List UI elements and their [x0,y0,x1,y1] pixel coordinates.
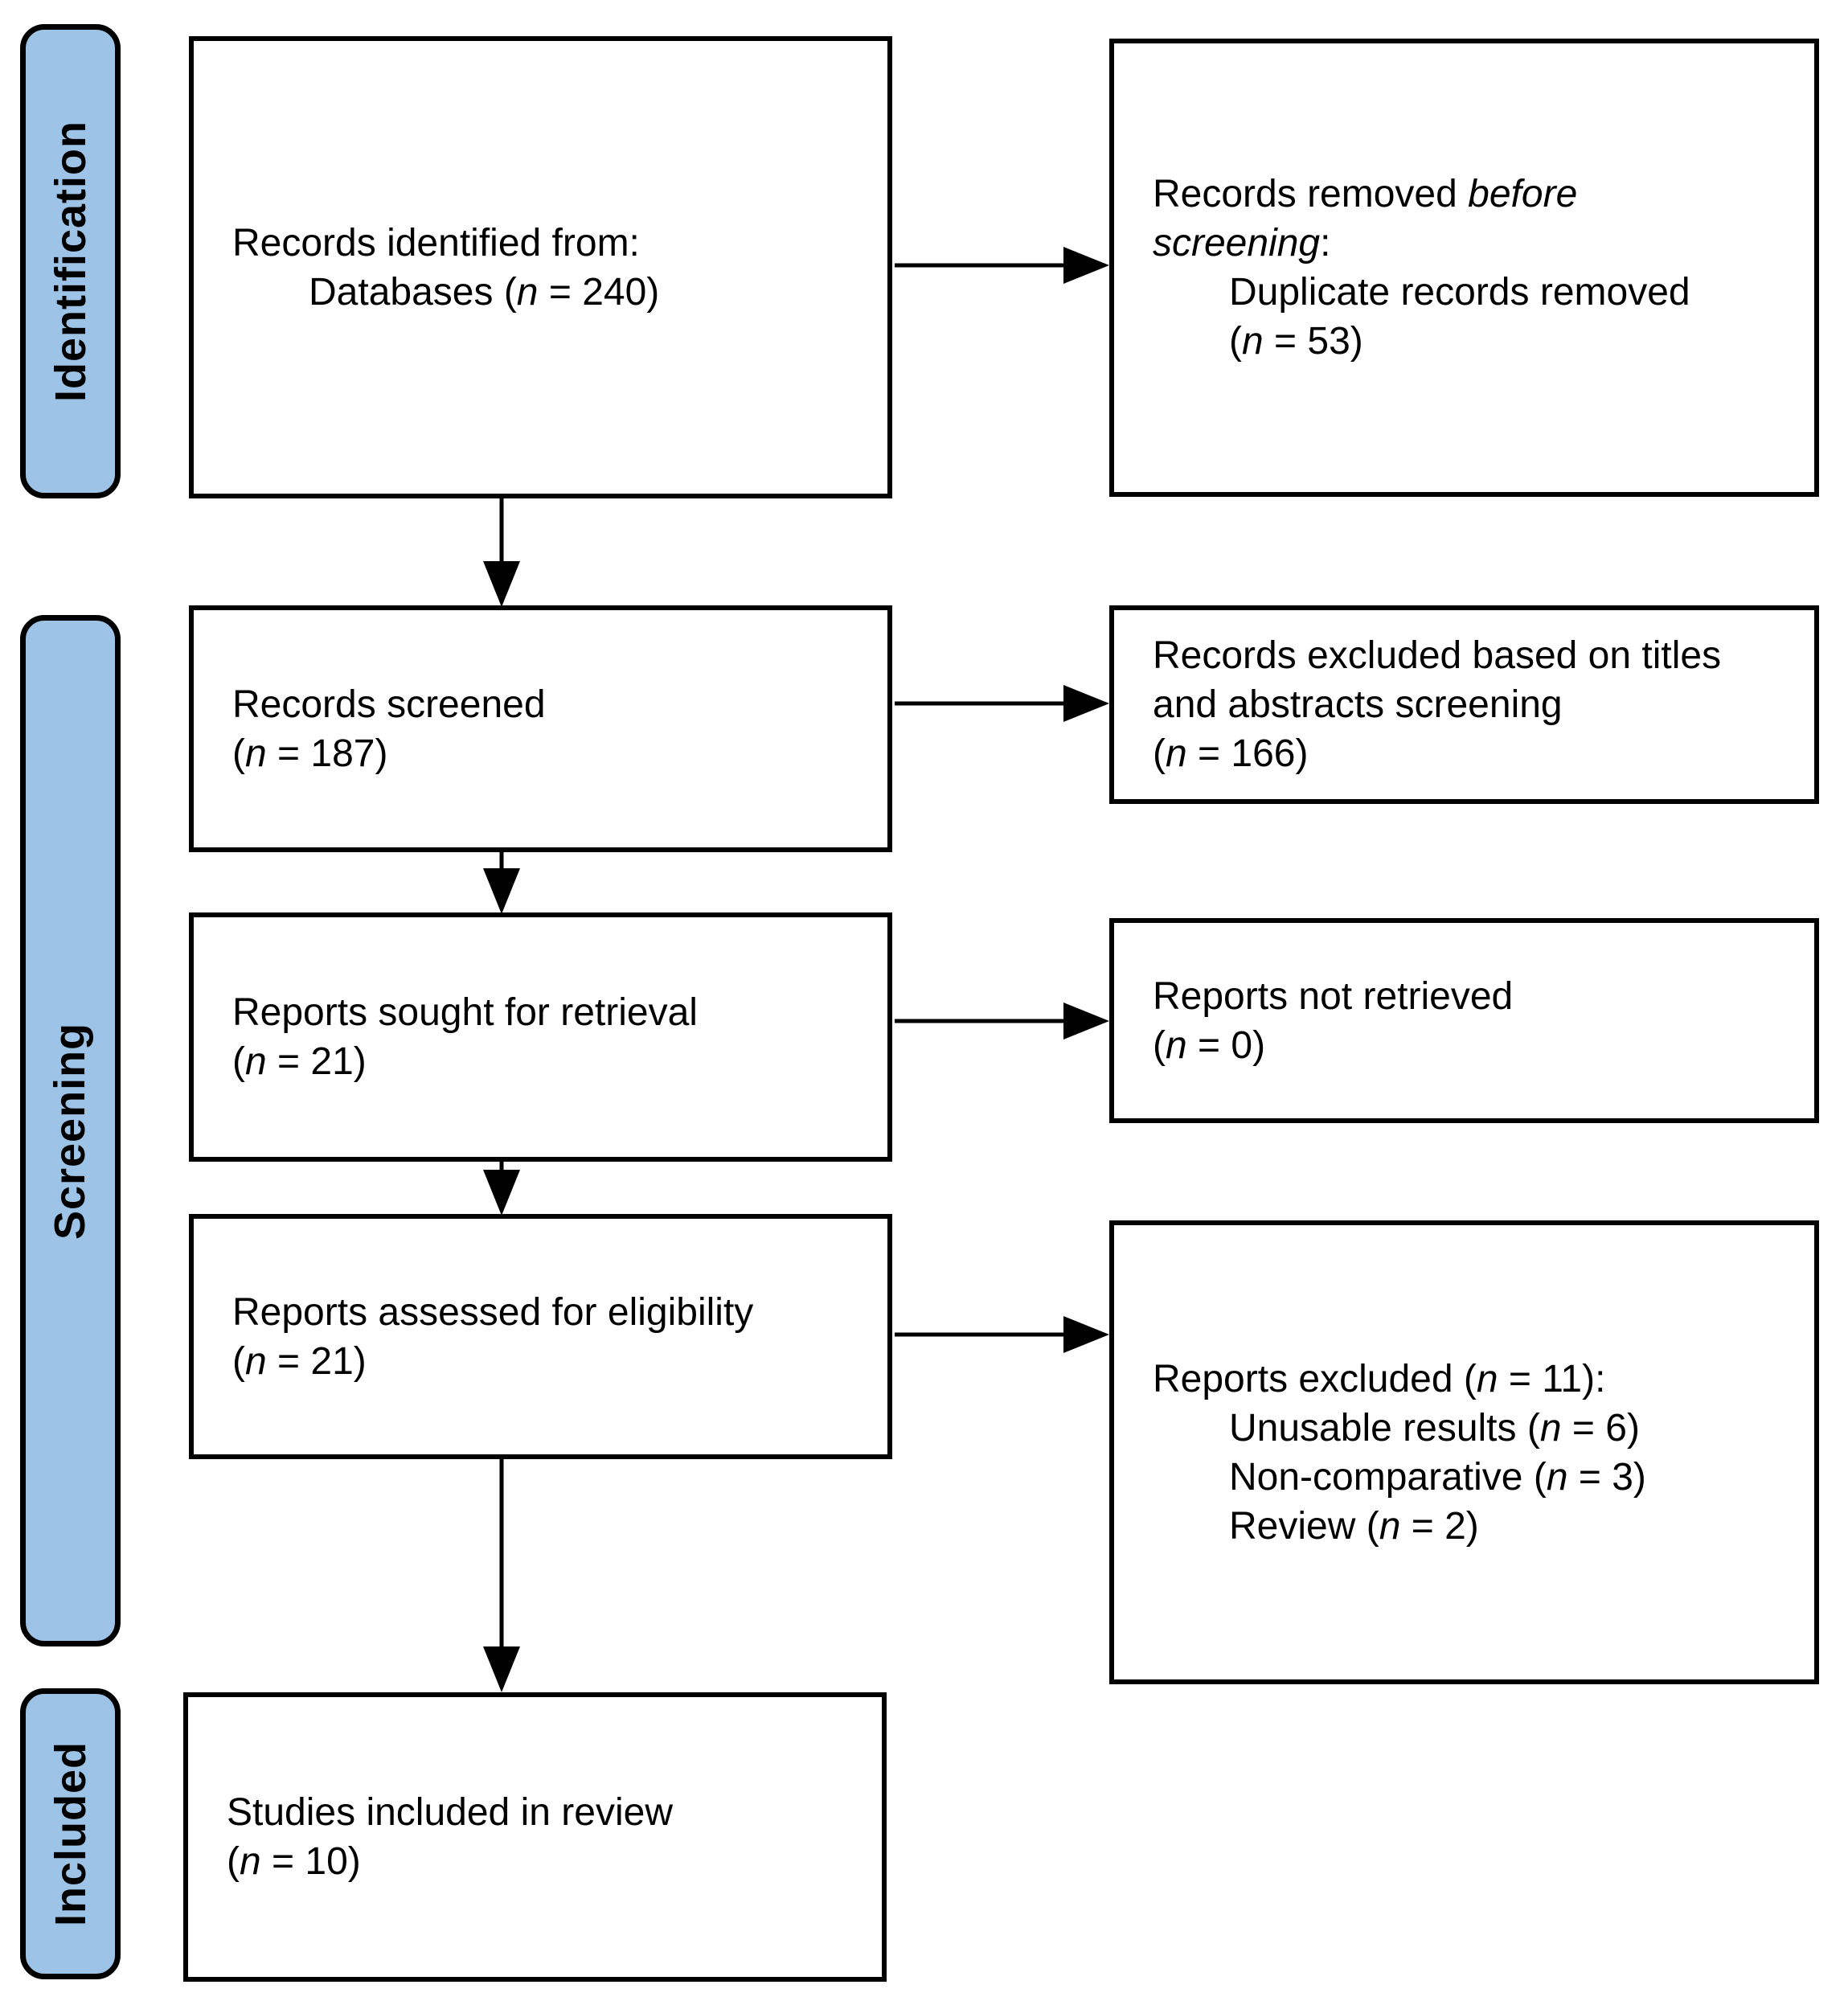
arrow-identified-to-removed [895,247,1109,284]
arrow-assessed-to-included [483,1459,520,1692]
stage-label-included: Included [46,1741,95,1927]
box-records-identified-text: Records identified from:Databases (n = 2… [232,221,660,314]
box-reports-assessed: Reports assessed for eligibility(n = 21) [189,1214,892,1459]
arrow-identified-to-screened [483,498,520,607]
box-reports-excluded: Reports excluded (n = 11):Unusable resul… [1109,1220,1819,1684]
box-reports-excluded-text: Reports excluded (n = 11):Unusable resul… [1153,1357,1646,1548]
box-records-screened: Records screened(n = 187) [189,605,892,852]
box-records-screened-text: Records screened(n = 187) [232,683,546,775]
box-reports-assessed-text: Reports assessed for eligibility(n = 21) [232,1290,754,1383]
stage-label-identification: Identification [46,121,95,402]
box-studies-included: Studies included in review(n = 10) [183,1692,887,1982]
box-reports-sought: Reports sought for retrieval(n = 21) [189,912,892,1162]
arrow-assessed-to-excluded [895,1316,1109,1353]
arrow-sought-to-assessed [483,1162,520,1216]
stage-bar-screening: Screening [20,615,121,1646]
arrow-screened-to-excluded [895,685,1109,722]
box-reports-not-retrieved: Reports not retrieved(n = 0) [1109,918,1819,1123]
stage-bar-identification: Identification [20,24,121,498]
box-studies-included-text: Studies included in review(n = 10) [227,1791,673,1883]
box-reports-sought-text: Reports sought for retrieval(n = 21) [232,991,698,1083]
stage-label-screening: Screening [46,1022,95,1240]
box-reports-not-retrieved-text: Reports not retrieved(n = 0) [1153,974,1514,1067]
box-records-identified: Records identified from:Databases (n = 2… [189,36,892,498]
arrow-screened-to-sought [483,852,520,914]
stage-bar-included: Included [20,1688,121,1979]
arrow-sought-to-not-retrieved [895,1003,1109,1040]
